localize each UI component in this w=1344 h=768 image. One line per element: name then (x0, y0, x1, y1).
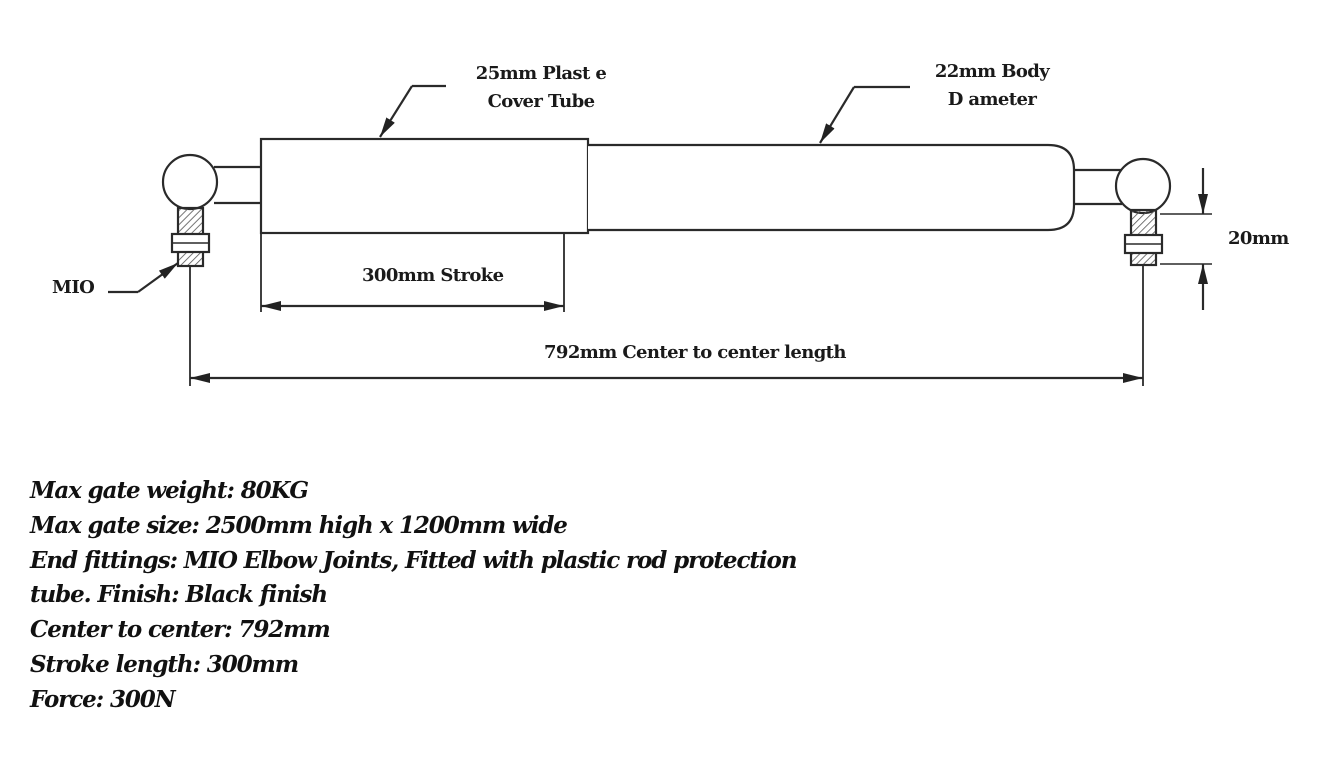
end-height-dimension (1160, 168, 1212, 310)
spec-list: Max gate weight: 80KG Max gate size: 250… (30, 474, 890, 718)
cover-tube-label-line1: 25mm Plast e (475, 63, 607, 84)
left-rod-end (214, 165, 262, 205)
spec-finish: tube. Finish: Black finish (30, 581, 328, 609)
stroke-label: 300mm Stroke (362, 265, 504, 286)
right-ball-joint (1114, 157, 1172, 267)
center-length-label: 792mm Center to center length (544, 342, 846, 363)
body-cylinder (588, 143, 1076, 232)
gas-strut-drawing (108, 84, 1212, 386)
body-diameter-label-line2: D ameter (947, 89, 1037, 110)
spec-center-to-center: Center to center: 792mm (30, 616, 331, 644)
body-diameter-leader (819, 85, 910, 144)
left-ball-joint (161, 153, 219, 268)
thread-label: MIO (52, 277, 95, 298)
body-diameter-label: 22mm Body D ameter (924, 58, 1060, 114)
spec-max-size: Max gate size: 2500mm high x 1200mm wide (30, 511, 568, 539)
cover-tube (259, 137, 590, 235)
spec-stroke-length: Stroke length: 300mm (30, 650, 299, 678)
spec-force: Force: 300N (30, 685, 176, 713)
center-length-dimension (189, 265, 1144, 386)
stroke-dimension (260, 233, 565, 312)
spec-max-weight: Max gate weight: 80KG (30, 477, 309, 504)
cover-tube-label-line2: Cover Tube (487, 91, 595, 112)
cover-tube-leader (379, 84, 446, 138)
right-rod-end (1074, 168, 1122, 206)
spec-end-fittings: End fittings: MIO Elbow Joints, Fitted w… (30, 546, 797, 574)
cover-tube-label: 25mm Plast e Cover Tube (468, 60, 614, 116)
end-height-label: 20mm (1228, 228, 1289, 249)
body-diameter-label-line1: 22mm Body (934, 61, 1050, 82)
thread-leader (108, 262, 179, 294)
